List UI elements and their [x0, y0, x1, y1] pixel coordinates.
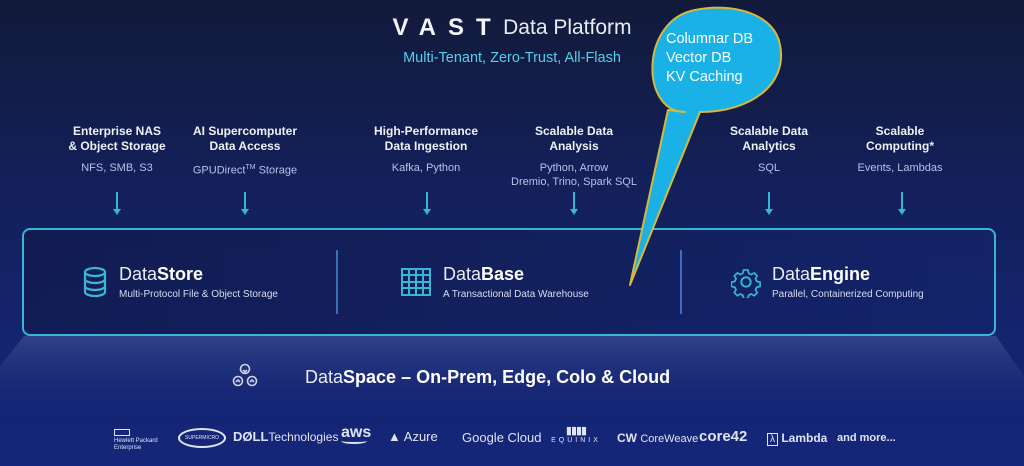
pillar-name: DataEngine — [772, 264, 871, 284]
down-arrow-icon — [570, 192, 578, 216]
down-arrow-icon — [113, 192, 121, 216]
partner-coreweave: CW CoreWeave — [617, 431, 699, 445]
pillar-name: DataBase — [443, 264, 525, 284]
page-subtitle: Multi-Tenant, Zero-Trust, All-Flash — [403, 50, 621, 66]
pillar-description: Multi-Protocol File & Object Storage — [119, 289, 278, 300]
dataspace-heading: DataSpace – On-Prem, Edge, Colo & Cloud — [305, 367, 671, 387]
usecase-protocols: NFS, SMB, S3 — [81, 162, 153, 174]
callout-text: Columnar DB Vector DB KV Caching — [666, 31, 754, 85]
divider — [680, 250, 682, 314]
partner-hpe: Hewlett Packard Enterprise — [114, 429, 158, 452]
usecase-protocols: Kafka, Python — [391, 162, 461, 174]
gear-icon — [731, 269, 761, 298]
pillar-dataengine: DataEngine Parallel, Containerized Compu… — [772, 264, 924, 300]
partner-aws: aws — [341, 424, 371, 444]
down-arrow-icon — [241, 192, 249, 216]
pillar-description: Parallel, Containerized Computing — [772, 289, 924, 300]
pillar-datastore: DataStore Multi-Protocol File & Object S… — [119, 264, 278, 300]
partner-dell: DØLLTechnologies — [233, 429, 339, 444]
pillar-description: A Transactional Data Warehouse — [443, 289, 589, 300]
hpe-logo-icon — [114, 429, 130, 436]
usecase-heading: Enterprise NAS& Object Storage — [68, 124, 166, 153]
page-title: VAST Data Platform — [0, 14, 1024, 42]
usecase-protocols: SQL — [757, 162, 780, 174]
title-text: Data Platform — [503, 16, 632, 39]
partner-google-cloud: Google Cloud — [462, 430, 542, 445]
vast-logo: VAST — [392, 14, 503, 41]
partner-equinix: ▮▮▮▮ EQUINIX — [551, 425, 601, 444]
azure-logo-icon: ▲ — [388, 429, 401, 444]
callout-bubble — [629, 6, 783, 286]
usecase-protocols: Events, Lambdas — [857, 162, 943, 174]
aws-smile-icon — [341, 438, 367, 444]
partner-supermicro: SUPERMICRO — [178, 428, 226, 448]
divider — [336, 250, 338, 314]
pillar-name: DataStore — [119, 264, 204, 284]
partner-lambda: λ Lambda — [767, 431, 827, 446]
partner-more: and more... — [837, 432, 896, 444]
platform-base-glow — [0, 336, 1024, 416]
down-arrow-icon — [423, 192, 431, 216]
table-grid-icon — [401, 268, 431, 296]
usecase-enterprise-nas: Enterprise NAS& Object Storage NFS, SMB,… — [32, 124, 202, 175]
platform-box — [22, 228, 996, 336]
network-nodes-icon — [232, 363, 258, 387]
partner-core42: core42 — [699, 428, 748, 445]
pillar-database: DataBase A Transactional Data Warehouse — [443, 264, 589, 300]
equinix-logo-icon: ▮▮▮▮ — [565, 425, 587, 437]
database-icon — [83, 266, 107, 298]
usecase-protocols: GPUDirectTM Storage — [192, 164, 298, 177]
partner-azure: ▲ Azure — [388, 429, 438, 444]
down-arrow-icon — [765, 192, 773, 216]
down-arrow-icon — [898, 192, 906, 216]
